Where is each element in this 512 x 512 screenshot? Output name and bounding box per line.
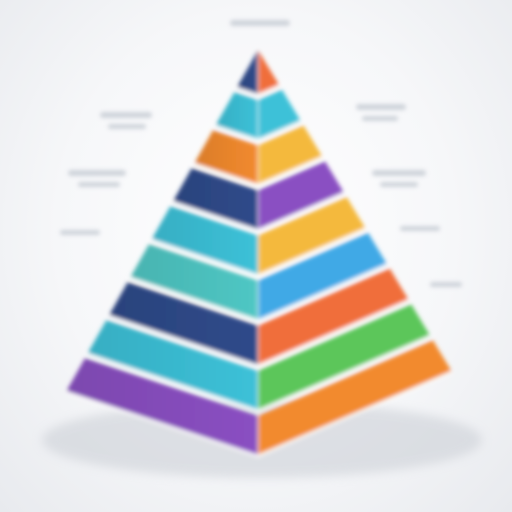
annotation-line bbox=[400, 226, 440, 231]
pyramid-layer-shade bbox=[236, 50, 258, 96]
pyramid-layer-right bbox=[258, 89, 302, 141]
annotation-line bbox=[380, 182, 418, 187]
annotation-line bbox=[362, 116, 398, 121]
annotation-line bbox=[60, 230, 100, 235]
pyramid-layer-right bbox=[258, 50, 280, 96]
pyramid-layer-right bbox=[258, 232, 388, 321]
pyramid-layer-shade bbox=[194, 130, 258, 186]
pyramid-layer-right bbox=[258, 161, 345, 231]
annotation-line bbox=[68, 170, 126, 176]
annotation-line bbox=[372, 170, 426, 176]
pyramid-layer-shade bbox=[172, 168, 258, 231]
annotation-line bbox=[78, 182, 120, 187]
annotation-line bbox=[356, 104, 406, 110]
annotation-line bbox=[108, 124, 146, 129]
pyramid-layer-shade bbox=[108, 282, 258, 366]
annotation-line bbox=[230, 20, 290, 26]
annotation-line bbox=[100, 112, 152, 118]
annotation-line bbox=[430, 282, 462, 287]
pyramid-layer-shade bbox=[130, 244, 258, 321]
pyramid-layer-right bbox=[258, 125, 323, 186]
pyramid-layer-right bbox=[258, 340, 452, 456]
pyramid-layers bbox=[65, 50, 453, 458]
pyramid-layer-shade bbox=[87, 320, 258, 411]
pyramid-layer-right bbox=[258, 304, 431, 411]
pyramid-layer-shade bbox=[151, 206, 258, 276]
pyramid-layer-shade bbox=[66, 358, 258, 456]
pyramid-layer-right bbox=[258, 268, 409, 366]
pyramid-layer-right bbox=[258, 197, 366, 276]
annotation-marks bbox=[60, 20, 462, 287]
